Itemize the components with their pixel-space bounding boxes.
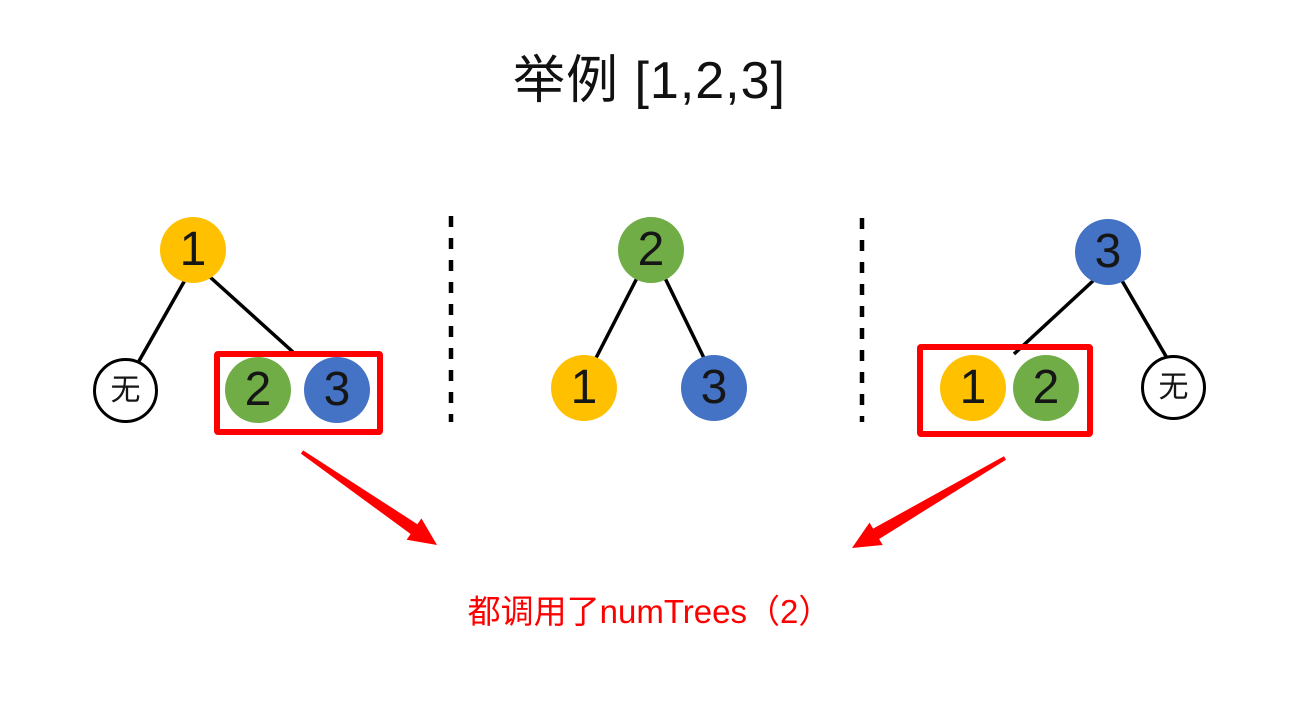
tree3-root-node: 3 bbox=[1075, 219, 1141, 285]
tree3-right-edge bbox=[1119, 278, 1169, 359]
tree2-root-node: 2 bbox=[618, 217, 684, 283]
tree2-right-node: 3 bbox=[681, 355, 747, 421]
tree1-right-subtree-highlight-box bbox=[214, 351, 383, 435]
caption-text: 都调用了numTrees（2） bbox=[467, 593, 832, 630]
tree1-subtree-node-2: 2 bbox=[225, 357, 291, 423]
tree2-right-edge bbox=[662, 275, 706, 359]
tree3-left-subtree-highlight-box bbox=[917, 344, 1093, 437]
tree1-empty-node: 无 bbox=[93, 358, 158, 423]
tree3-subtree-node-1: 1 bbox=[940, 355, 1006, 421]
tree1-left-edge bbox=[137, 279, 187, 362]
tree1-subtree-node-3: 3 bbox=[304, 357, 370, 423]
right-arrow bbox=[852, 456, 1006, 548]
tree1-root-node: 1 bbox=[160, 217, 226, 283]
tree3-empty-node: 无 bbox=[1141, 355, 1206, 420]
tree1-right-edge bbox=[208, 275, 295, 354]
slide-title: 举例 [1,2,3] bbox=[513, 52, 786, 110]
tree3-left-edge bbox=[1012, 278, 1096, 356]
tree2-left-node: 1 bbox=[551, 355, 617, 421]
tree2-left-edge bbox=[594, 275, 640, 359]
tree3-subtree-node-2: 2 bbox=[1013, 355, 1079, 421]
left-arrow bbox=[300, 450, 437, 545]
